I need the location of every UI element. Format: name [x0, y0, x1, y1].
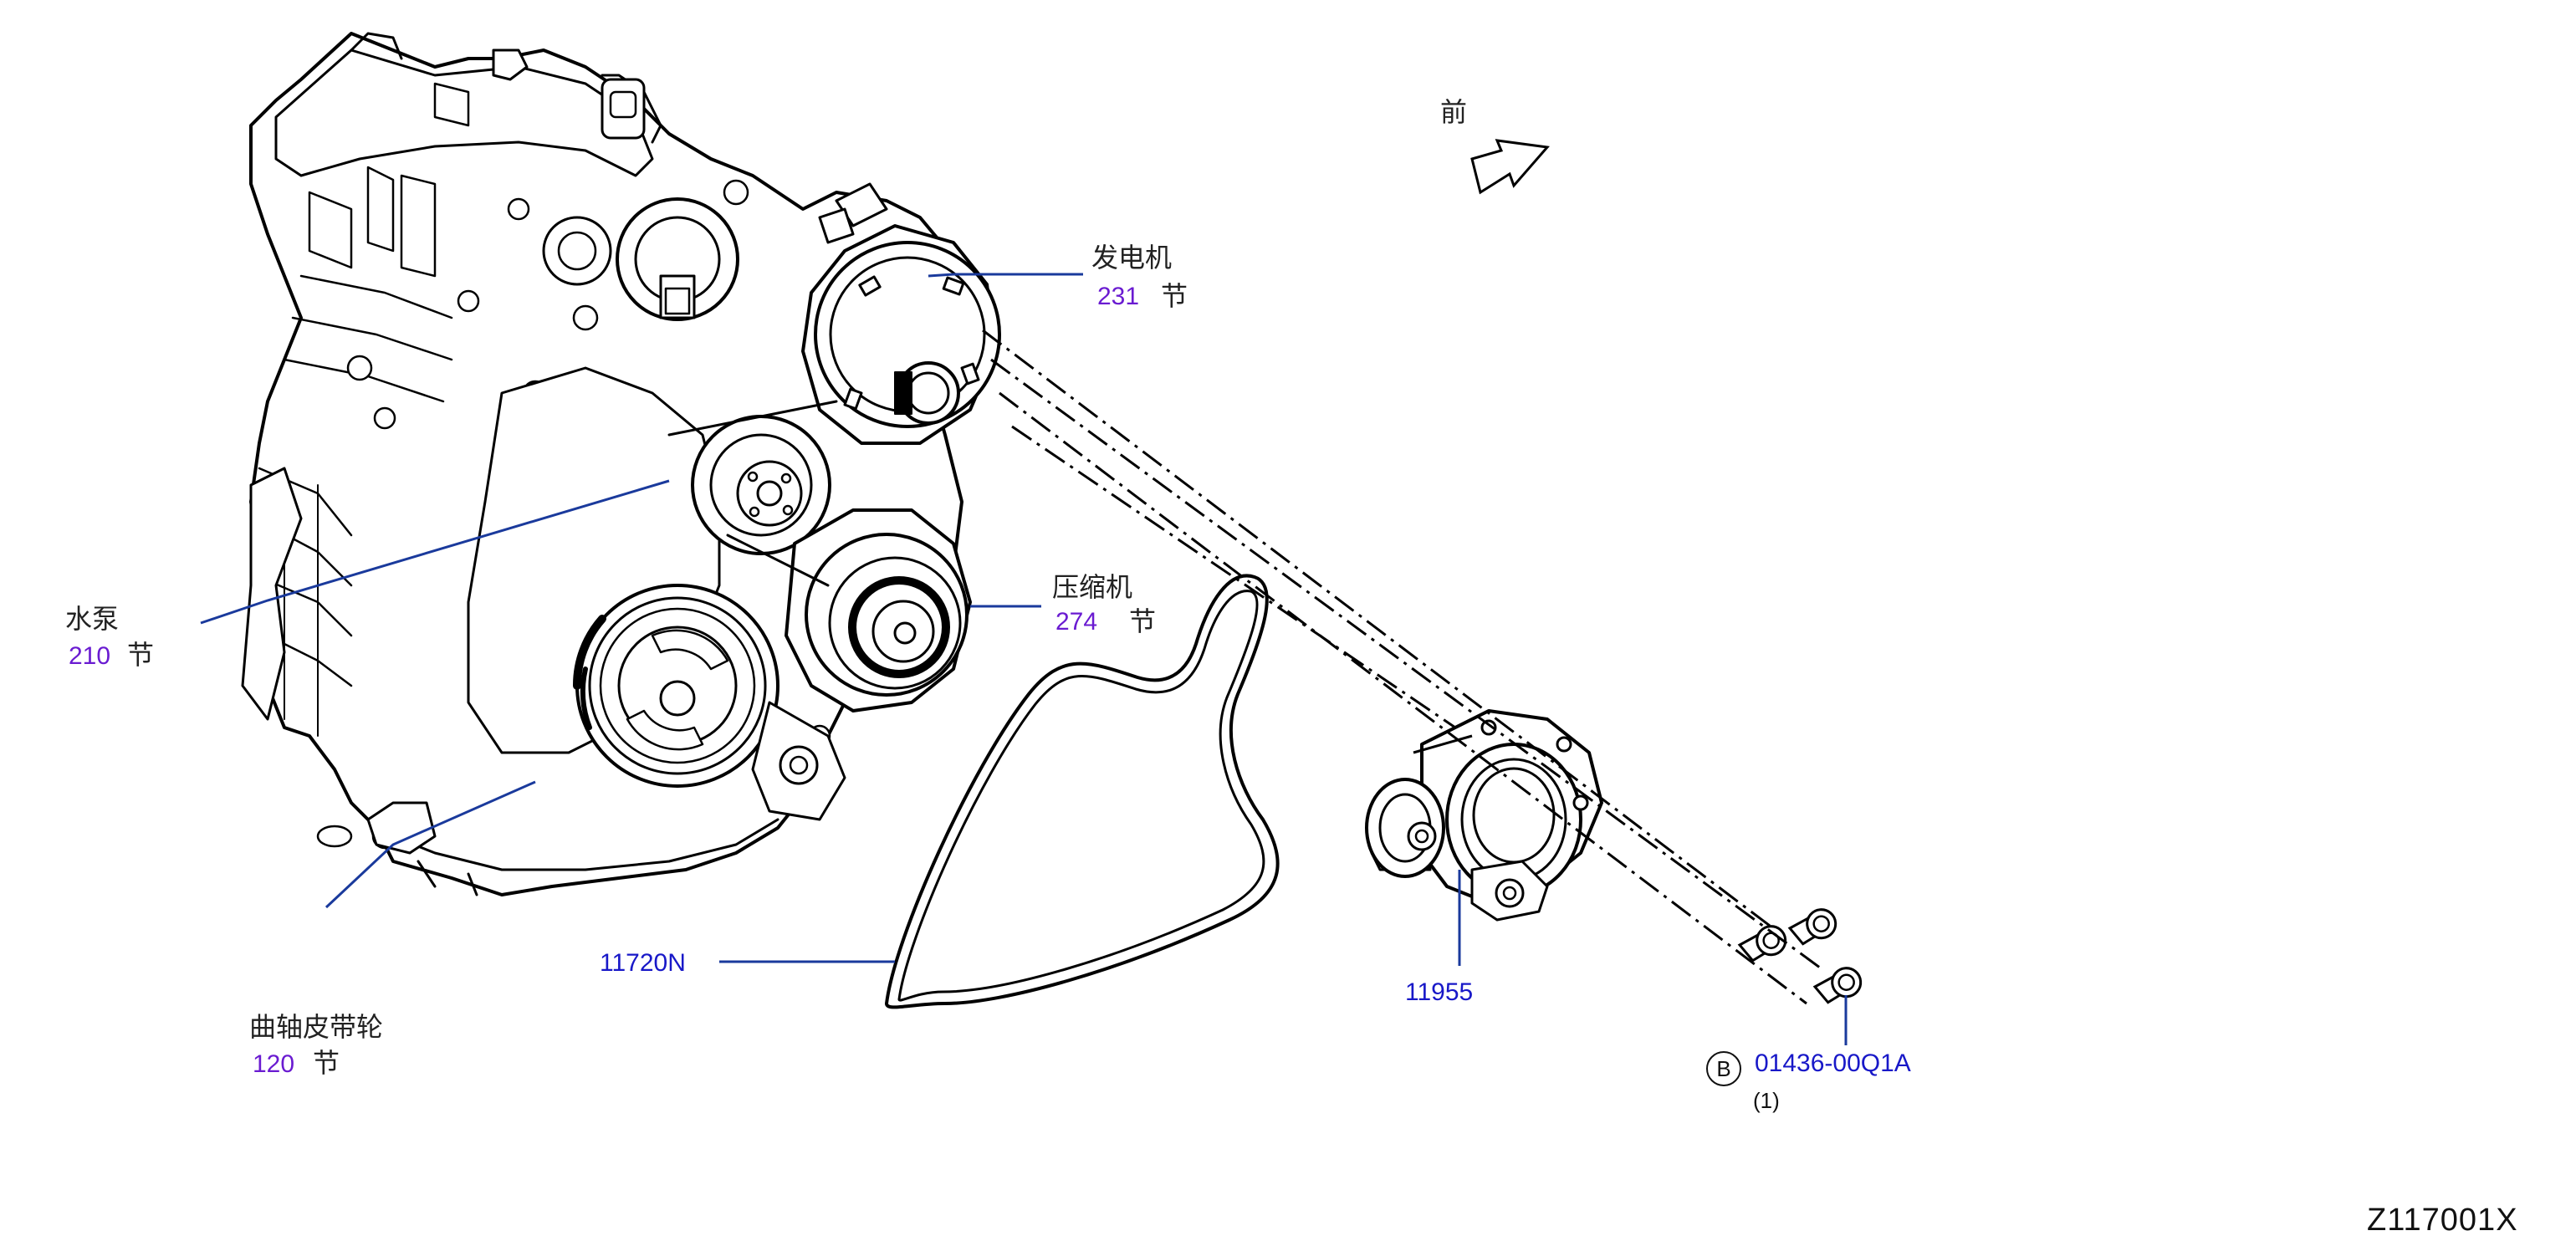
engine-block — [241, 32, 1001, 896]
alternator-section-unit: 节 — [1161, 280, 1188, 312]
crank-pulley-section-link[interactable]: 120 — [253, 1050, 295, 1078]
bolt-callout-badge: B — [1706, 1051, 1741, 1086]
compressor-section-unit: 节 — [1129, 605, 1157, 637]
drive-belt — [885, 574, 1280, 1009]
compressor-section-link[interactable]: 274 — [1055, 608, 1098, 636]
tensioner-bolts — [1736, 906, 1864, 1005]
water-pump-section-link[interactable]: 210 — [69, 642, 111, 670]
crank-pulley-label: 曲轴皮带轮 — [249, 1011, 384, 1043]
bolt-quantity: (1) — [1753, 1088, 1780, 1113]
belt-tensioner — [1365, 709, 1603, 922]
alternator-label: 发电机 — [1091, 242, 1173, 273]
drawing-id: Z117001X — [2367, 1203, 2518, 1238]
bolt-part-number[interactable]: 01436-00Q1A — [1755, 1049, 1911, 1077]
crank-pulley-section-unit: 节 — [313, 1047, 340, 1079]
compressor-label: 压缩机 — [1052, 571, 1133, 603]
front-label: 前 — [1440, 96, 1468, 128]
leader-lines — [200, 273, 1848, 1045]
front-direction-arrow — [1470, 139, 1550, 195]
tensioner-part-number[interactable]: 11955 — [1405, 978, 1474, 1006]
water-pump-label: 水泵 — [65, 603, 120, 635]
assembly-centerlines — [982, 329, 1824, 1005]
alternator-section-link[interactable]: 231 — [1097, 283, 1140, 310]
water-pump-section-unit: 节 — [127, 639, 155, 671]
belt-part-number[interactable]: 11720N — [600, 949, 686, 977]
